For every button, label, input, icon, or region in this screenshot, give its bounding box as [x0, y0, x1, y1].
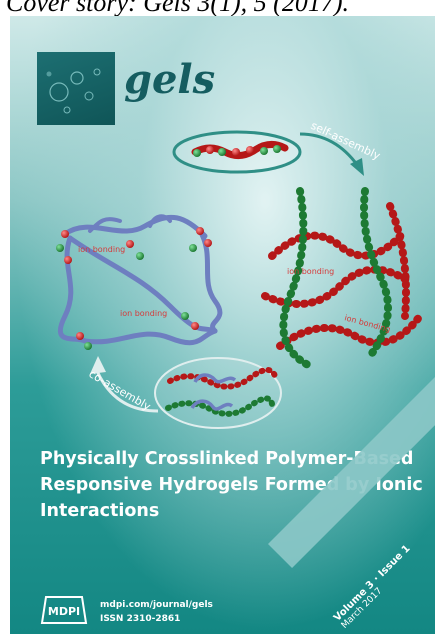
journal-name: gels	[124, 56, 216, 103]
mdpi-logo-text: MDPI	[48, 605, 80, 618]
publisher-issn: ISSN 2310-2861	[100, 614, 181, 624]
left-network	[56, 214, 223, 350]
mdpi-logo: MDPI	[40, 596, 88, 624]
hydrogel-illustration: self-assembly ion bonding ion bonding	[56, 119, 424, 429]
issue-info: Volume 3 · Issue 1 March 2017	[332, 543, 420, 631]
self-assembly-arrow	[299, 132, 364, 176]
journal-logo-box	[37, 52, 115, 125]
issue-volume: Volume 3 · Issue 1	[332, 543, 413, 624]
publisher-url: mdpi.com/journal/gels	[100, 600, 213, 610]
ion-bonding-label: ion bonding	[287, 267, 334, 276]
ion-bonding-label: ion bonding	[120, 309, 167, 318]
journal-cover: gels self-assembly	[10, 16, 435, 634]
self-assembly-label: self-assembly	[309, 119, 383, 163]
right-network	[261, 187, 424, 370]
bubbles-icon	[46, 68, 101, 114]
ion-bonding-label: ion bonding	[78, 245, 125, 254]
bottom-ellipse	[154, 357, 282, 429]
top-ellipse	[172, 130, 302, 174]
co-assembly-arrow	[90, 356, 159, 413]
cover-caption: Cover story: Gels 3(1), 5 (2017).	[6, 0, 349, 16]
co-assembly-label: co-assembly	[87, 367, 154, 413]
issue-date: March 2017	[339, 586, 385, 631]
